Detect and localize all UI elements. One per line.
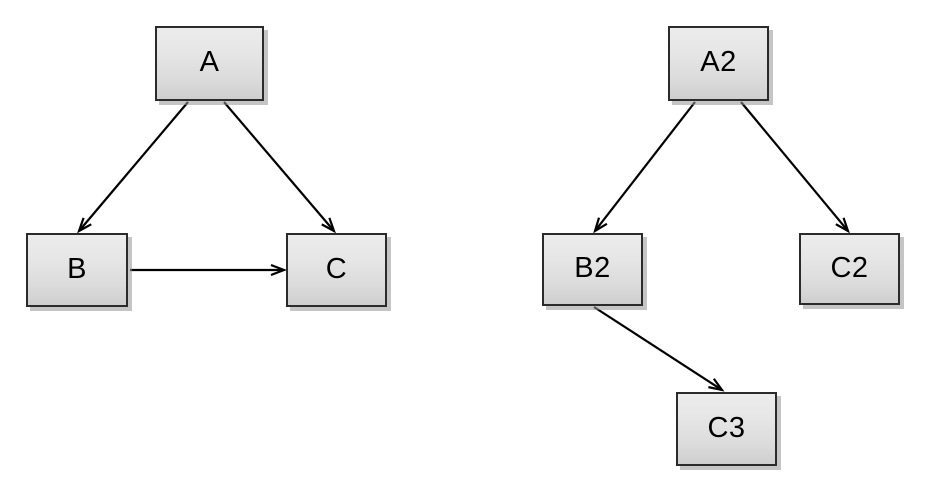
- node-a2[interactable]: A2: [668, 26, 769, 101]
- arrowhead-icon: [708, 378, 725, 392]
- edge-line: [223, 101, 334, 231]
- edge-line: [593, 306, 722, 391]
- node-c[interactable]: C: [286, 233, 387, 307]
- edge-line: [79, 101, 189, 231]
- edge-b-c: [130, 263, 288, 277]
- edge-b2-c3: [593, 306, 725, 392]
- node-c2[interactable]: C2: [799, 233, 900, 305]
- node-a2-label: A2: [700, 46, 737, 78]
- node-b[interactable]: B: [26, 233, 128, 307]
- node-b2-label: B2: [574, 252, 611, 284]
- node-c3-label: C3: [707, 411, 746, 444]
- node-c-label: C: [325, 252, 348, 285]
- node-a-label: A: [199, 46, 220, 78]
- node-a[interactable]: A: [155, 26, 264, 101]
- node-c2-label: C2: [830, 251, 869, 284]
- edge-line: [595, 101, 696, 231]
- arrowhead-icon: [593, 217, 608, 234]
- edge-a2-c2: [740, 101, 850, 234]
- edge-a-c: [223, 101, 336, 234]
- node-b-label: B: [67, 252, 87, 285]
- edge-line: [740, 101, 848, 231]
- node-c3[interactable]: C3: [676, 392, 777, 466]
- node-b2[interactable]: B2: [542, 233, 643, 306]
- edge-a-b: [77, 101, 189, 234]
- edge-a2-b2: [593, 101, 696, 234]
- arrowhead-icon: [835, 217, 850, 234]
- arrowhead-icon: [321, 217, 336, 234]
- arrowhead-icon: [270, 263, 288, 277]
- arrowhead-icon: [77, 217, 92, 234]
